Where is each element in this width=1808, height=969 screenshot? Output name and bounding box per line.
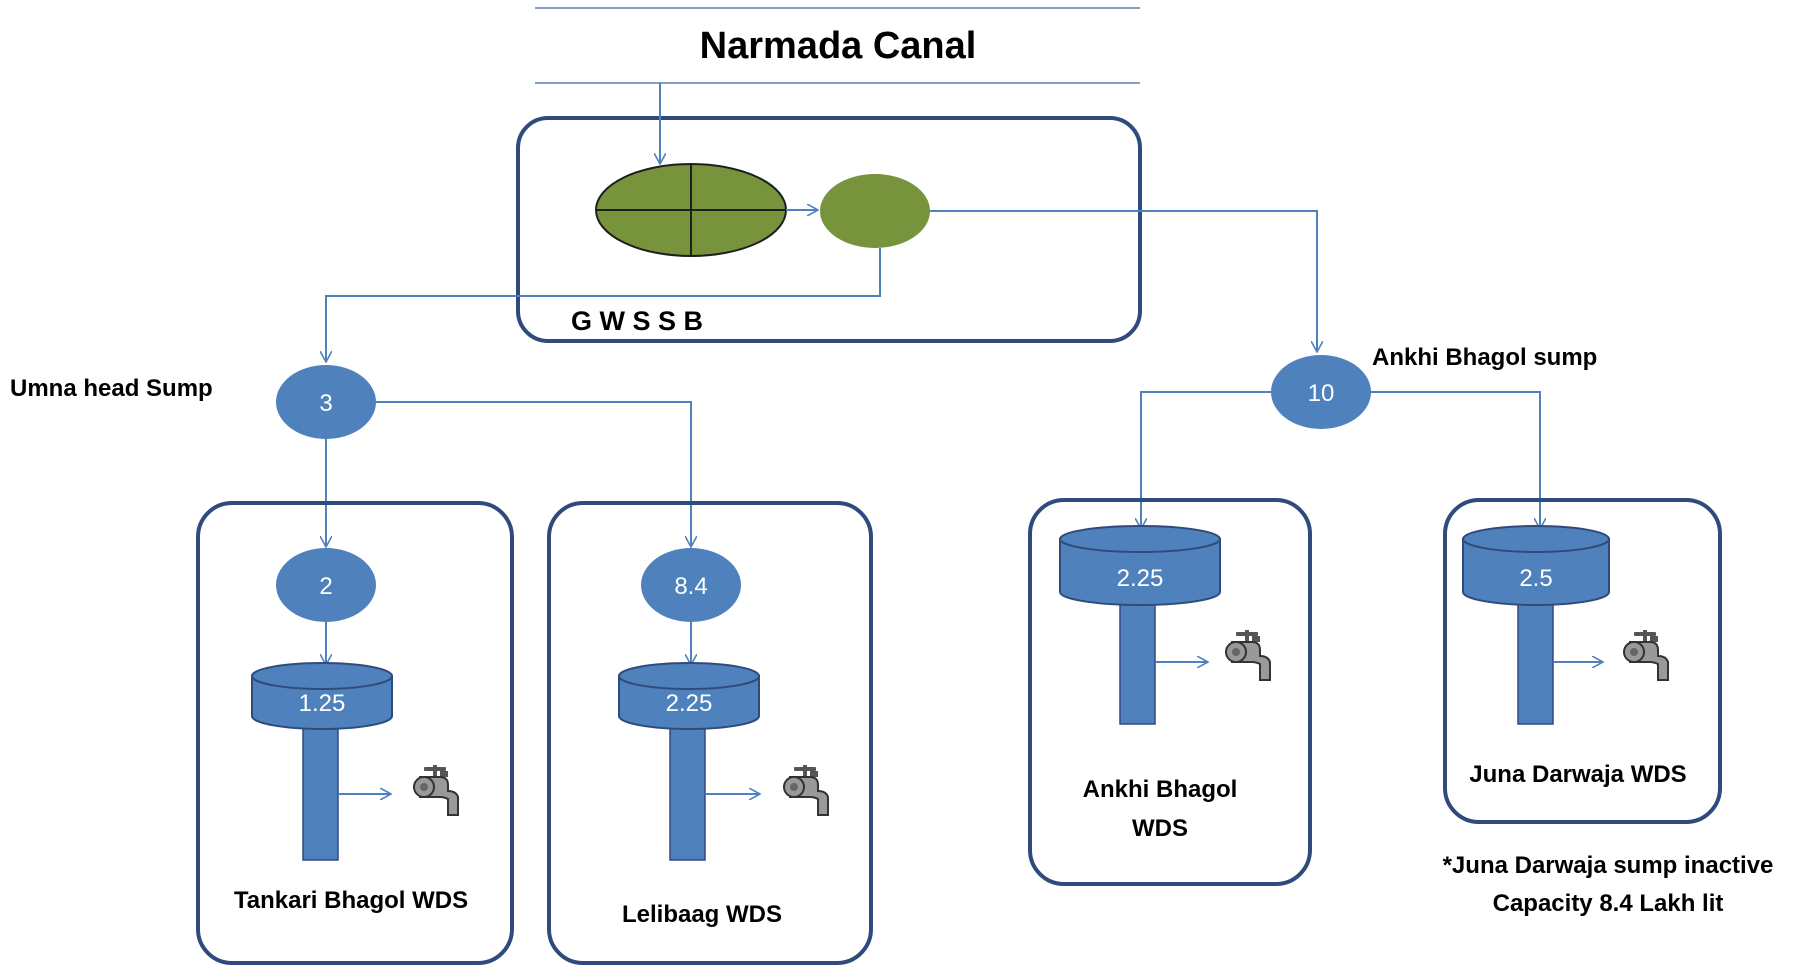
ankhi-bhagol-sump: Ankhi Bhagol sump 10 (1271, 344, 1597, 429)
note-line2: Capacity 8.4 Lakh lit (1493, 890, 1724, 917)
umna-to-lelibaag-line (376, 401, 691, 547)
tap-icon (413, 764, 459, 816)
gwssb-label: G W S S B (571, 306, 703, 336)
canal-title: Narmada Canal (700, 25, 977, 67)
tankari-tank: 1.25 (251, 662, 393, 861)
lelibaag-sump (641, 548, 741, 622)
ankhi-wds-label-line1: Ankhi Bhagol (1083, 776, 1238, 803)
juna-tank-value: 2.5 (1519, 565, 1552, 592)
tap-icon (1623, 629, 1669, 681)
tankari-tank-value: 1.25 (299, 690, 346, 717)
ankhi-to-juna-line (1371, 391, 1540, 529)
ankhi-wds-label-line2: WDS (1132, 815, 1188, 842)
treatment-plant (595, 163, 787, 257)
umna-head-sump: Umna head Sump 3 (10, 365, 376, 439)
ankhi-tank-value: 2.25 (1117, 565, 1164, 592)
ankhi-to-ankhi-wds-line (1141, 391, 1271, 529)
tankari-sump (276, 548, 376, 622)
narmada-canal: Narmada Canal (535, 7, 1140, 84)
lelibaag-wds-box: 8.4 2.25 Lelibaag WDS (547, 501, 873, 965)
tap-icon (783, 764, 829, 816)
juna-label: Juna Darwaja WDS (1469, 761, 1686, 788)
ankhi-sump-value: 10 (1308, 380, 1335, 407)
note-line1: *Juna Darwaja sump inactive (1443, 852, 1774, 879)
lelibaag-sump-value: 8.4 (674, 573, 707, 600)
lelibaag-tank: 2.25 (618, 662, 760, 861)
clear-water-reservoir (820, 174, 930, 248)
juna-wds-box: 2.5 Juna Darwaja WDS (1443, 498, 1722, 824)
reservoir-to-ankhi-line (930, 210, 1317, 352)
juna-tank: 2.5 (1462, 525, 1610, 725)
tankari-label: Tankari Bhagol WDS (234, 887, 468, 914)
tap-icon (1225, 629, 1271, 681)
umna-value: 3 (319, 390, 332, 417)
ankhi-sump-label: Ankhi Bhagol sump (1372, 344, 1597, 371)
tankari-wds-box: 2 1.25 Tankari Bhagol WDS (196, 501, 514, 965)
lelibaag-label: Lelibaag WDS (622, 901, 782, 928)
umna-label: Umna head Sump (10, 375, 213, 402)
lelibaag-tank-value: 2.25 (666, 690, 713, 717)
tankari-sump-value: 2 (319, 573, 332, 600)
ankhi-tank: 2.25 (1059, 525, 1221, 725)
reservoir-to-umna-line (326, 248, 881, 362)
gwssb-box: G W S S B (516, 83, 1142, 343)
ankhi-wds-box: 2.25 Ankhi Bhagol WDS (1028, 498, 1312, 886)
